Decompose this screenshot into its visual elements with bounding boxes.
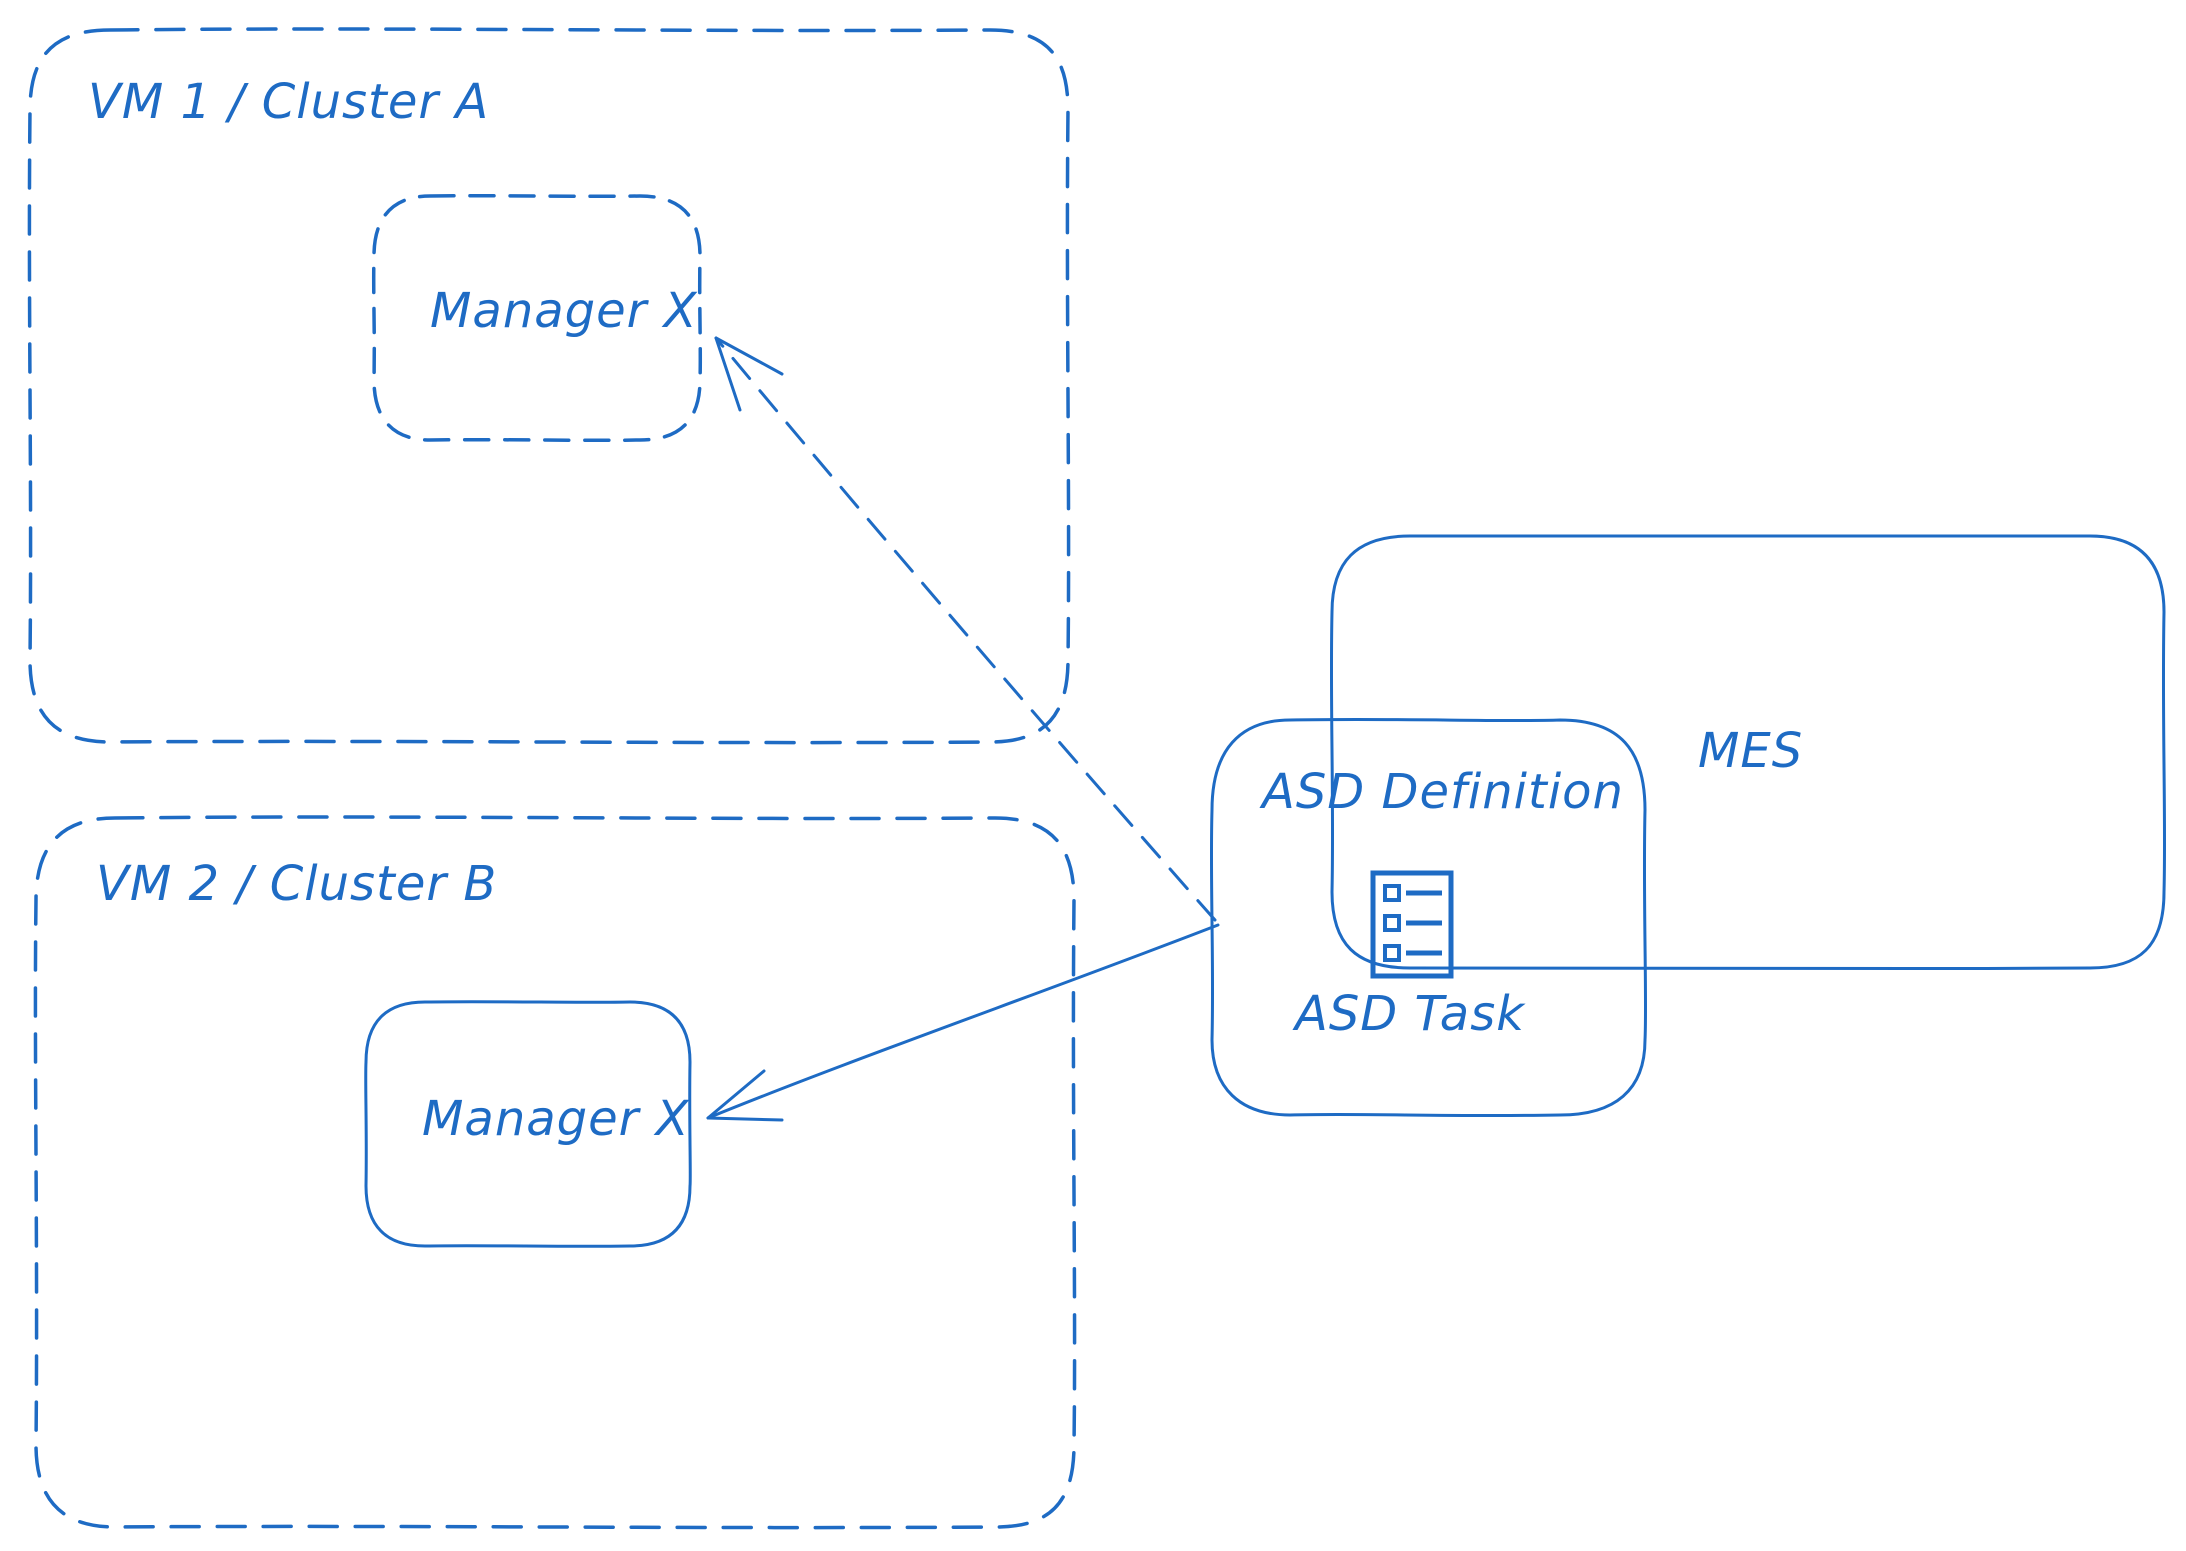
manager-b-label: Manager X xyxy=(422,1091,690,1147)
manager-a-border xyxy=(371,193,703,443)
edge-asd-to-manager-b xyxy=(706,923,1220,1122)
cluster-b-container: VM 2 / Cluster B xyxy=(33,815,1077,1530)
manager-b-node: Manager X xyxy=(364,1000,692,1248)
cluster-a-container: VM 1 / Cluster A xyxy=(27,27,1071,745)
edge-asd-to-manager-a-line xyxy=(714,336,1217,922)
arrowhead-manager-a xyxy=(714,336,784,412)
cluster-b-border xyxy=(33,815,1077,1530)
edge-asd-to-manager-b-line xyxy=(706,923,1220,1120)
edge-asd-to-manager-a xyxy=(714,336,1217,922)
mes-label: MES xyxy=(1698,723,1803,779)
manager-a-label: Manager X xyxy=(430,283,698,339)
arrowhead-manager-b xyxy=(706,1069,784,1122)
asd-node: ASD Definition ASD Task xyxy=(1209,717,1648,1118)
cluster-a-border xyxy=(27,27,1071,745)
asd-task-label: ASD Task xyxy=(1292,986,1526,1042)
manager-a-node: Manager X xyxy=(371,193,703,443)
cluster-b-label: VM 2 / Cluster B xyxy=(96,856,497,912)
manager-b-border xyxy=(364,1000,692,1248)
cluster-a-label: VM 1 / Cluster A xyxy=(88,74,489,130)
task-list-icon xyxy=(1370,870,1454,979)
mes-border xyxy=(1329,533,2167,971)
asd-border xyxy=(1209,717,1648,1118)
asd-definition-label: ASD Definition xyxy=(1259,764,1624,820)
mes-node: MES xyxy=(1329,533,2167,971)
